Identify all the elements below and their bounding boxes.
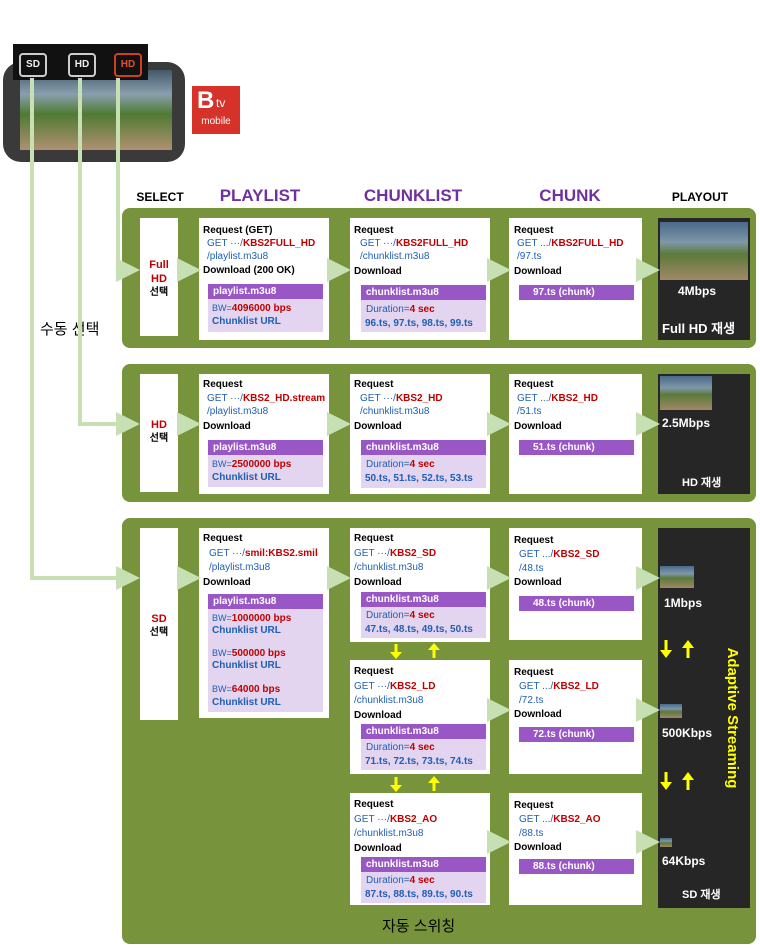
chunklist-card-full-hd: Request GET ···/KBS2FULL_HD /chunklist.m… <box>350 218 490 340</box>
video-thumbnail <box>660 704 682 718</box>
video-thumbnail <box>660 566 694 588</box>
select-sd[interactable]: SD 선택 <box>140 528 178 720</box>
playlist-card-hd: Request GET ···/KBS2_HD.stream /playlist… <box>199 374 329 494</box>
video-thumbnail <box>660 376 712 410</box>
header-chunklist: CHUNKLIST <box>363 186 463 205</box>
playout-full-hd: 4Mbps Full HD 재생 <box>658 218 750 340</box>
chunk-card-sd: Request GET .../KBS2_SD /48.ts Download … <box>509 528 642 640</box>
route-hd <box>78 78 140 436</box>
header-chunk: CHUNK <box>539 186 601 205</box>
phone-screen <box>20 70 172 150</box>
chunklist-card-hd: Request GET ···/KBS2_HD /chunklist.m3u8 … <box>350 374 490 494</box>
quality-button-fullhd[interactable]: HD <box>114 53 142 77</box>
header-select: SELECT <box>136 190 184 204</box>
route-fullhd <box>116 78 140 282</box>
chunklist-card-sd: Request GET ···/KBS2_SD /chunklist.m3u8 … <box>350 528 490 642</box>
playout-hd: 2.5Mbps HD 재생 <box>658 374 750 494</box>
quality-button-sd[interactable]: SD <box>19 53 47 77</box>
quality-button-hd[interactable]: HD <box>68 53 96 77</box>
video-thumbnail <box>660 838 672 847</box>
playlist-card-full-hd: Request (GET) GET ···/KBS2FULL_HD /playl… <box>199 218 329 340</box>
chunklist-card-ld: Request GET ···/KBS2_LD /chunklist.m3u8 … <box>350 660 490 774</box>
playout-sd: 1Mbps 500Kbps 64Kbps SD 재생 <box>658 528 750 908</box>
select-hd[interactable]: HD 선택 <box>140 374 178 492</box>
route-sd <box>30 78 140 590</box>
header-playlist: PLAYLIST <box>219 186 301 205</box>
auto-switching-label: 자동 스위칭 <box>382 918 456 935</box>
playlist-card-sd: Request GET ···/smil:KBS2.smil /playlist… <box>199 528 329 718</box>
chunklist-card-ao: Request GET ···/KBS2_AO /chunklist.m3u8 … <box>350 793 490 905</box>
select-full-hd[interactable]: Full HD 선택 <box>140 218 178 336</box>
btv-logo: B tv mobile <box>192 86 240 134</box>
video-thumbnail <box>660 222 748 280</box>
header-playout: PLAYOUT <box>671 190 729 204</box>
chunk-card-full-hd: Request GET .../KBS2FULL_HD /97.ts Downl… <box>509 218 642 340</box>
chunk-card-ld: Request GET .../KBS2_LD /72.ts Download … <box>509 660 642 774</box>
manual-select-label: 수동 선택 <box>40 321 100 338</box>
quality-overlay <box>13 44 148 80</box>
chunk-card-ao: Request GET .../KBS2_AO /88.ts Download … <box>509 793 642 905</box>
chunk-card-hd: Request GET .../KBS2_HD /51.ts Download … <box>509 374 642 494</box>
